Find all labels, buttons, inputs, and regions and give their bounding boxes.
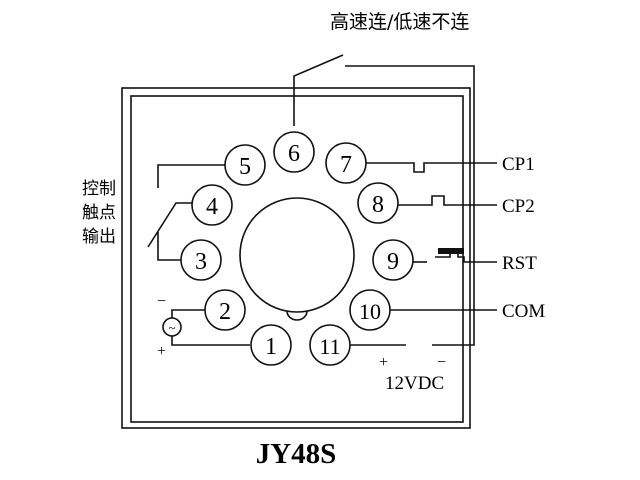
device-frame-inner	[130, 95, 464, 423]
rst-label: RST	[502, 253, 537, 274]
dc-plus-label: +	[379, 354, 388, 371]
pin-2: 2	[204, 289, 246, 331]
pin-label: 7	[340, 152, 352, 178]
pin-3: 3	[180, 239, 222, 281]
com-label: COM	[502, 301, 545, 322]
pin-6: 6	[273, 131, 315, 173]
pin-11: 11	[309, 324, 351, 366]
pin-8: 8	[357, 182, 399, 224]
device-frame-outer	[121, 87, 471, 429]
rst-push-button-icon	[438, 248, 464, 254]
dc-voltage-label: 12VDC	[385, 373, 444, 394]
left-label-line3: 输出	[82, 227, 116, 247]
ac-minus-label: −	[157, 293, 166, 310]
left-label-line2: 触点	[82, 203, 116, 223]
pin-5: 5	[224, 144, 266, 186]
pin-label: 11	[319, 334, 340, 359]
pin-label: 1	[265, 334, 277, 360]
pin-label: 5	[239, 154, 251, 180]
pin-label: 9	[387, 249, 399, 275]
contact-wire-3	[157, 232, 181, 261]
ac-plus-label: +	[157, 343, 166, 360]
cp1-pulse-wire	[366, 162, 497, 173]
dc-minus-label: −	[437, 354, 446, 371]
cp2-pulse-wire	[398, 195, 497, 206]
pin-7: 7	[325, 142, 367, 184]
rst-wire-right	[435, 251, 497, 263]
socket-key	[286, 310, 308, 321]
pin-label: 6	[288, 141, 300, 167]
model-title: JY48S	[256, 438, 337, 470]
pin-1: 1	[250, 324, 292, 366]
center-socket-hole	[239, 197, 355, 313]
ac-source-icon	[162, 317, 182, 337]
cp2-label: CP2	[502, 196, 535, 217]
pin-10: 10	[349, 289, 391, 331]
pin-label: 8	[372, 192, 384, 218]
ac-wire-1	[171, 336, 250, 346]
top-switch-label: 高速连/低速不连	[330, 11, 469, 33]
ac-wire-2	[171, 309, 205, 318]
left-label-line1: 控制	[82, 179, 116, 199]
pin-4: 4	[191, 184, 233, 226]
contact-wire-5	[157, 164, 225, 188]
contact-switch-4	[147, 202, 192, 248]
pin-label: 2	[219, 299, 231, 325]
pin-label: 10	[359, 299, 381, 324]
cp1-label: CP1	[502, 154, 535, 175]
pin-9: 9	[372, 239, 414, 281]
pin-label: 4	[206, 194, 218, 220]
pin-label: 3	[195, 249, 207, 275]
ac-symbol: ~	[168, 320, 175, 335]
speed-switch-lever	[293, 54, 344, 126]
